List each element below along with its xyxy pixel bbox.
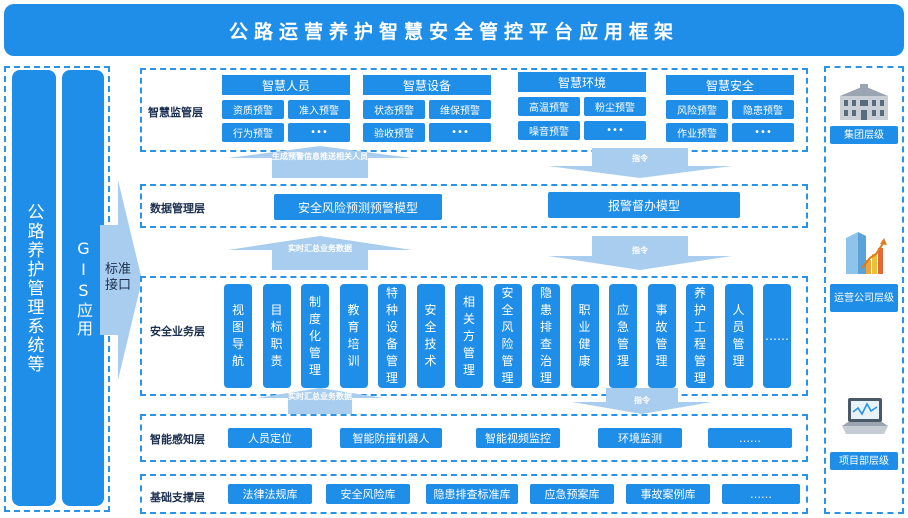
business-column[interactable]: 特种设备管理 — [378, 284, 406, 388]
business-column[interactable]: 视图导航 — [224, 284, 252, 388]
business-column[interactable]: 养护工程管理 — [686, 284, 714, 388]
business-column[interactable]: 隐患排查治理 — [532, 284, 560, 388]
sensing-item[interactable]: 智能视频监控 — [476, 428, 560, 448]
business-column[interactable]: 目标职责 — [262, 284, 291, 388]
interface-label: 标准接口 — [104, 262, 131, 293]
support-item[interactable]: 事故案例库 — [626, 484, 710, 504]
sensing-item[interactable]: 智能防撞机器人 — [340, 428, 442, 448]
business-column[interactable]: 制度化管理 — [301, 284, 329, 388]
business-column[interactable]: 相关方管理 — [455, 284, 483, 388]
monitor-item[interactable]: 准入预警 — [288, 100, 350, 119]
down-arrow — [572, 388, 712, 414]
down-arrow-label: 指令 — [634, 396, 650, 405]
data-model[interactable]: 安全风险预测预警模型 — [274, 194, 442, 220]
monitor-item[interactable]: 验收预警 — [363, 123, 425, 142]
group-title-person: 智慧人员 — [222, 75, 350, 95]
sensing-item[interactable]: …… — [708, 428, 792, 448]
data-model[interactable]: 报警督办模型 — [548, 192, 740, 218]
gis-pill: GIS应用 — [62, 70, 104, 506]
sensing-item[interactable]: 环境监测 — [598, 428, 682, 448]
layer-data-label: 数据管理层 — [150, 202, 205, 215]
sensing-item[interactable]: 人员定位 — [228, 428, 312, 448]
up-arrow-label: 实时汇总业务数据 — [288, 244, 352, 253]
group-title-environment: 智慧环境 — [518, 72, 646, 92]
interface-arrow — [100, 180, 142, 380]
business-column[interactable]: 安全风险管理 — [493, 284, 522, 388]
monitor-item[interactable]: 隐患预警 — [732, 100, 794, 119]
group-title-safety: 智慧安全 — [666, 75, 794, 95]
monitor-item[interactable]: 风险预警 — [666, 100, 728, 119]
layer-monitor-label: 智慧监管层 — [148, 106, 203, 119]
monitor-item[interactable]: 高温预警 — [518, 97, 580, 116]
monitor-item[interactable]: 噪音预警 — [518, 121, 580, 140]
monitor-item[interactable]: ••• — [584, 121, 646, 140]
down-arrow — [548, 148, 732, 178]
monitor-item[interactable]: 行为预警 — [222, 123, 284, 142]
gis-label: GIS应用 — [74, 238, 93, 338]
up-arrow-label: 实时汇总业务数据 — [288, 392, 352, 401]
page-title: 公路运营养护智慧安全管控平台应用框架 — [4, 4, 904, 56]
business-column[interactable]: 职业健康 — [570, 284, 599, 388]
group-level-tag: 集团层级 — [830, 126, 898, 144]
laptop-icon — [842, 398, 888, 434]
up-arrow — [228, 236, 412, 270]
layer-business-label: 安全业务层 — [150, 325, 205, 338]
support-item[interactable]: 应急预案库 — [530, 484, 614, 504]
business-column[interactable]: 人员管理 — [724, 284, 753, 388]
group-title-equipment: 智慧设备 — [363, 75, 491, 95]
up-arrow — [256, 388, 384, 414]
support-item[interactable]: …… — [722, 484, 800, 504]
business-column[interactable]: 事故管理 — [647, 284, 676, 388]
business-column[interactable]: 安全技术 — [416, 284, 445, 388]
monitor-item[interactable]: ••• — [288, 123, 350, 142]
monitor-item[interactable]: ••• — [429, 123, 491, 142]
business-column[interactable]: 教育培训 — [339, 284, 368, 388]
down-arrow-label: 指令 — [632, 246, 648, 255]
monitor-item[interactable]: 资质预警 — [222, 100, 284, 119]
building-icon — [840, 84, 888, 120]
monitor-item[interactable]: 作业预警 — [666, 123, 728, 142]
support-item[interactable]: 隐患排查标准库 — [426, 484, 518, 504]
business-column[interactable]: 应急管理 — [609, 284, 637, 388]
management-system-pill: 公路养护管理系统等 — [12, 70, 56, 506]
down-arrow — [548, 236, 732, 270]
company-level-tag: 运营公司层级 — [830, 284, 898, 312]
layer-support-label: 基础支撑层 — [150, 491, 205, 504]
business-column[interactable]: …… — [763, 284, 791, 388]
support-item[interactable]: 安全风险库 — [326, 484, 410, 504]
down-arrow-label: 指令 — [632, 154, 648, 163]
up-arrow — [228, 146, 412, 178]
monitor-item[interactable]: 粉尘预警 — [584, 97, 646, 116]
project-level-tag: 项目部层级 — [830, 452, 898, 470]
support-item[interactable]: 法律法规库 — [228, 484, 312, 504]
company-chart-icon — [846, 232, 887, 274]
monitor-item[interactable]: 维保预警 — [429, 100, 491, 119]
up-arrow-label: 生成预警信息推送相关人员 — [272, 152, 368, 161]
monitor-item[interactable]: ••• — [732, 123, 794, 142]
monitor-item[interactable]: 状态预警 — [363, 100, 425, 119]
layer-sensing-label: 智能感知层 — [150, 433, 205, 446]
